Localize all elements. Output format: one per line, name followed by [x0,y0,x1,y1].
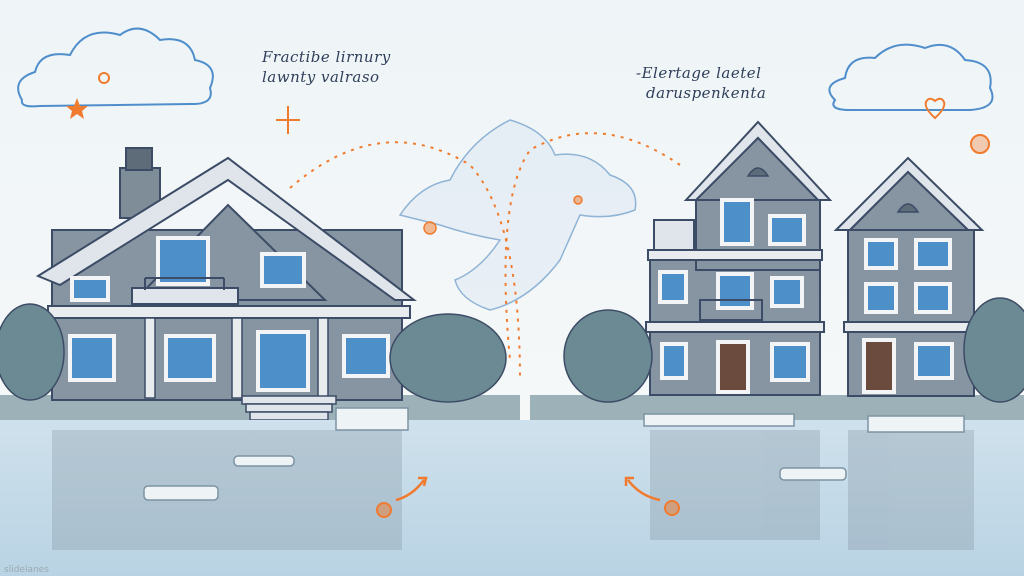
shrub-left-edge [0,303,65,401]
annotation-left-line1: Fractibe lirnury [261,48,391,66]
dotted-arc-left [289,141,521,381]
shrub-right-center [563,309,653,403]
shrub-right-edge [963,297,1024,403]
left-house [35,147,417,421]
arrow-head-right [624,476,634,486]
sparkle-icon [98,72,110,84]
water-reflection [52,430,974,550]
cloud-right [828,43,994,111]
annotation-right-line1: -Elertage laetel [636,64,761,82]
star-icon [66,98,88,119]
cloud-left [17,27,214,108]
sparkle-small-icon-2 [573,195,583,205]
annotation-right-line2: daruspenkenta [646,84,766,102]
heart-icon [924,97,946,120]
curved-arrow-right [627,479,661,502]
splash-icon-left [376,502,392,518]
annotation-left-line2: lawnty valraso [262,68,380,86]
splash-icon-right [664,500,680,516]
sun-icon [970,134,990,154]
right-house-1 [645,120,833,396]
cloud-center [398,119,637,311]
shrub-left-center [389,313,507,403]
floating-debris [143,407,965,501]
curved-arrow-left [395,479,425,502]
watermark-text: slidelanes [4,565,49,575]
sparkle-small-icon [423,221,437,235]
right-house-2 [833,156,985,397]
arrow-head-left [418,476,428,487]
cross-sparkle-icon [276,106,300,134]
